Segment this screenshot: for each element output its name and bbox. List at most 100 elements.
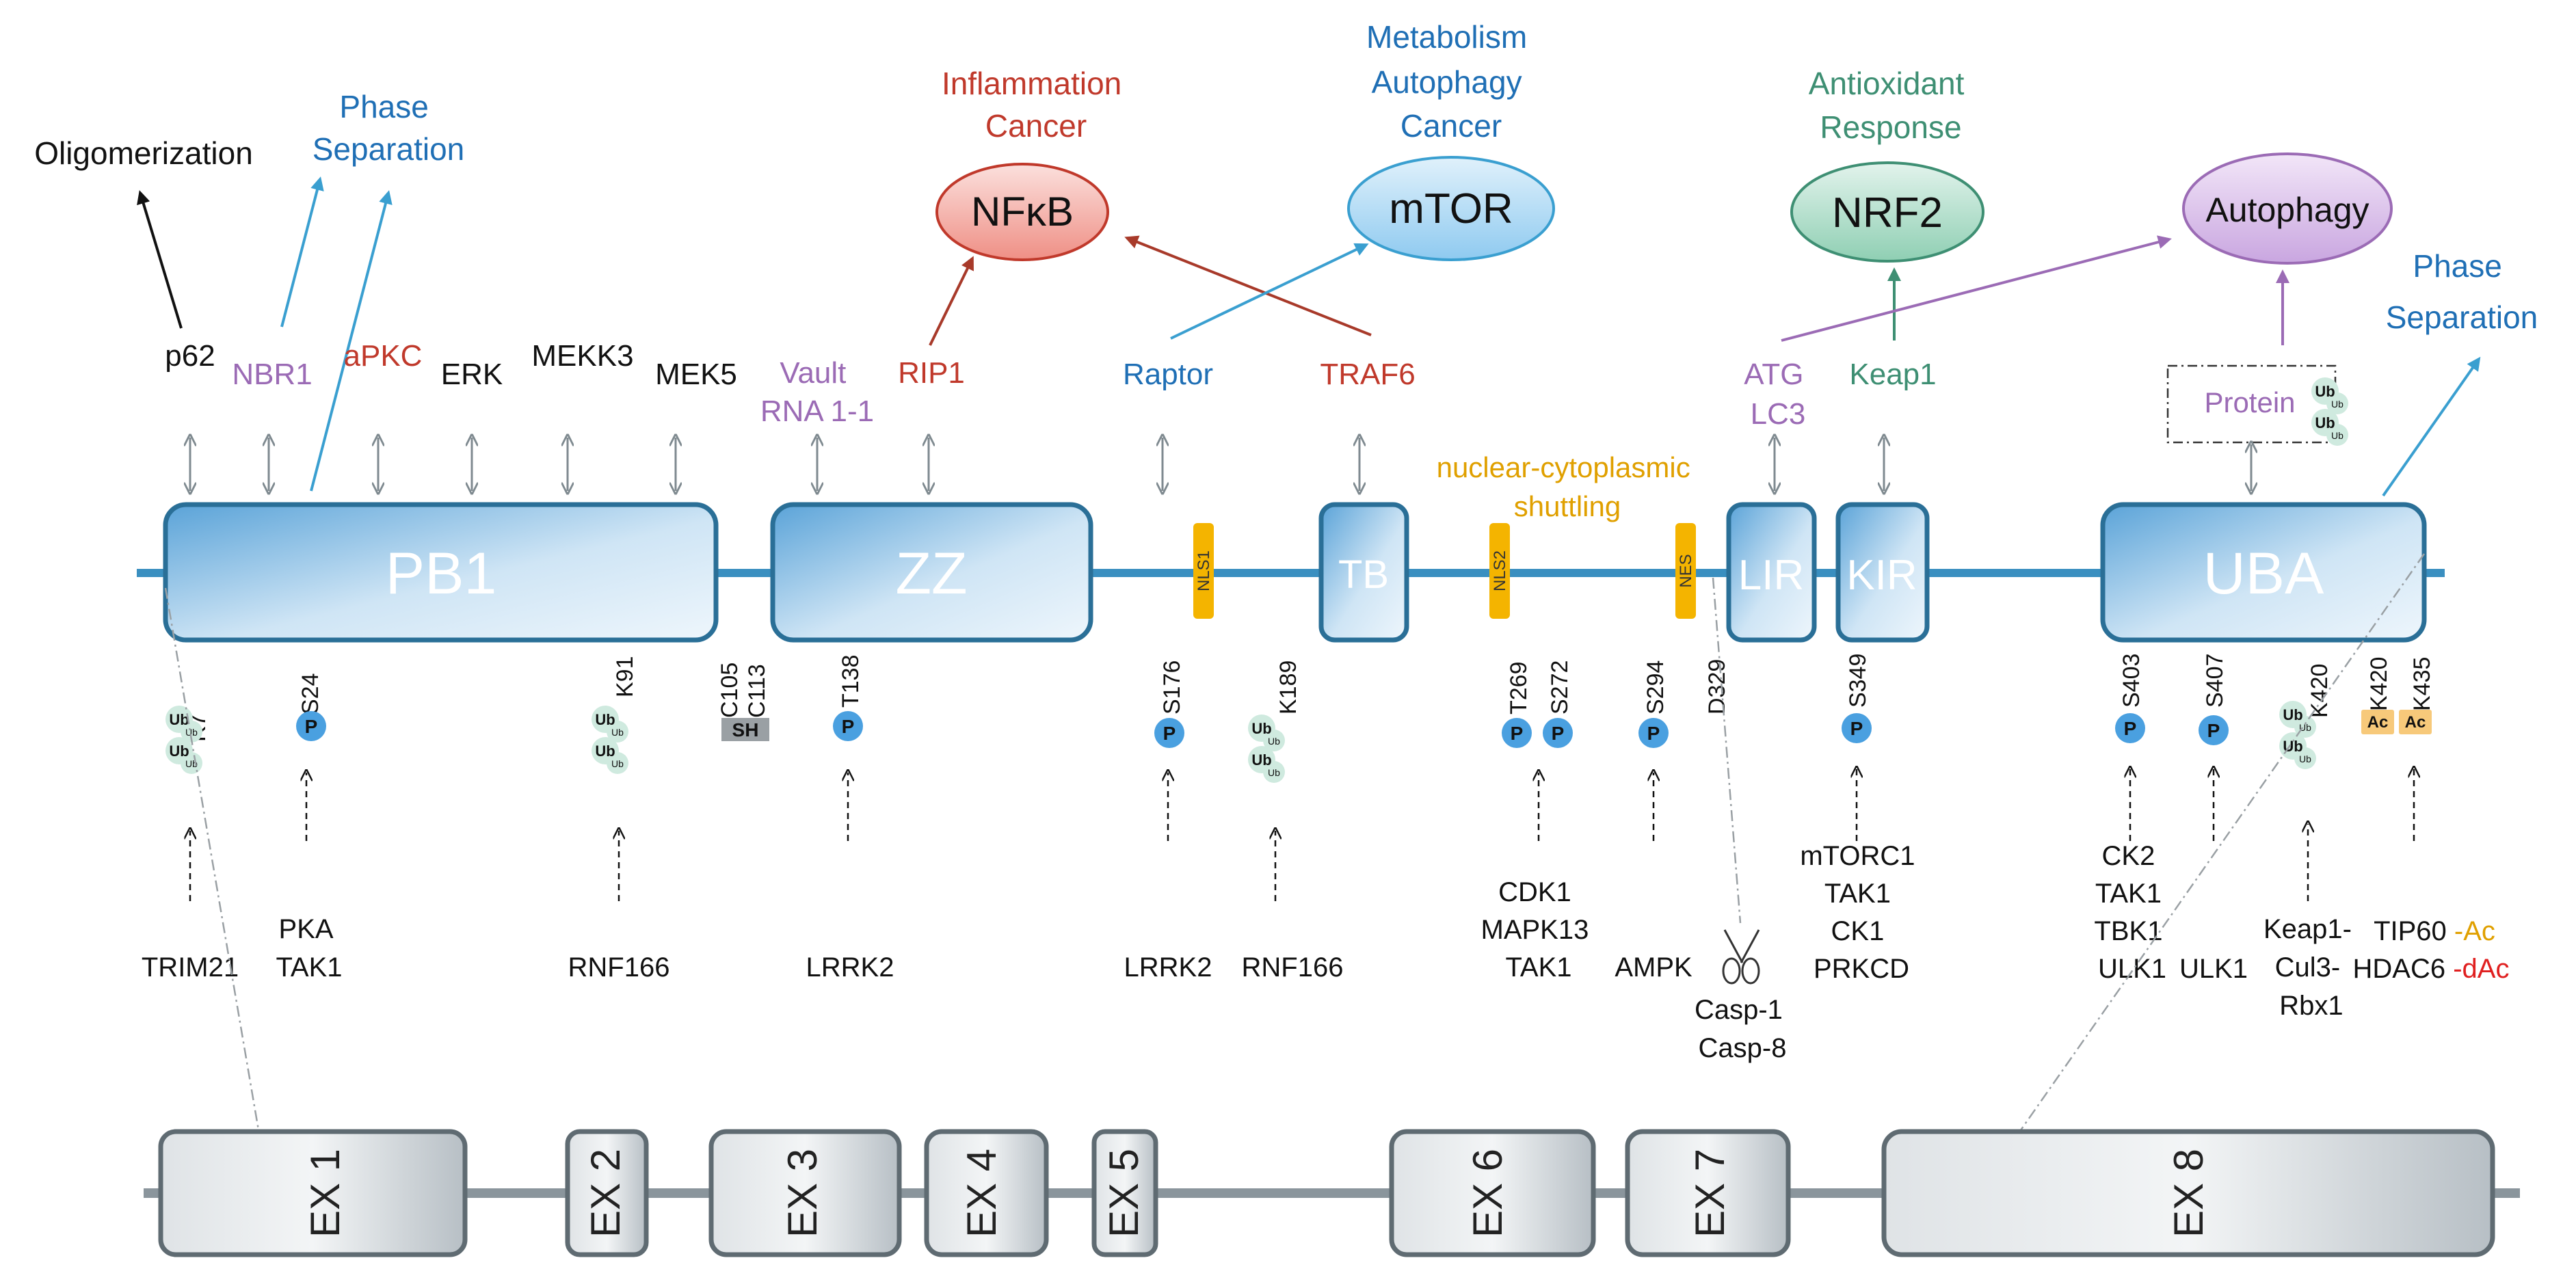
scissors-icon (1722, 929, 1760, 985)
mtor-label: mTOR (1389, 185, 1513, 232)
protein-label: Protein (2204, 386, 2295, 418)
svg-text:P: P (2124, 718, 2137, 739)
kir-domain: KIR (1835, 502, 1930, 643)
tip60-label: TIP60 -Ac (2374, 916, 2495, 946)
p62-oligomerization-arrow (137, 190, 183, 329)
metabolism-label: Metabolism Autophagy Cancer (1366, 19, 1536, 144)
hdac6-label: HDAC6 -dAc (2353, 954, 2510, 984)
rip1-label: RIP1 (898, 356, 965, 390)
vault-line2: RNA 1-1 (760, 395, 874, 428)
nrf2-label: NRF2 (1832, 189, 1943, 237)
site-t138: T138 (838, 655, 864, 708)
exon-7-label: EX 7 (1687, 1149, 1733, 1238)
site-c113: C113 (744, 664, 770, 718)
svg-text:Ub: Ub (169, 743, 189, 760)
uba-label: UBA (2203, 541, 2324, 606)
svg-text:Ub: Ub (2331, 399, 2343, 410)
tb-domain: TB (1318, 502, 1409, 643)
phospho-s407: P (2199, 715, 2229, 745)
nls2-label: NLS2 (1491, 550, 1509, 591)
svg-text:Ub: Ub (1268, 767, 1280, 778)
apkc-label: aPKC (344, 339, 423, 373)
lrrk2-b-label: LRRK2 (1124, 952, 1212, 983)
d329-cleavage-line (1712, 577, 1742, 924)
antioxidant-line2: Response (1820, 109, 1961, 145)
inflammation-cancer-label: Inflammation Cancer (942, 66, 1130, 144)
exon-3: EX 3 (708, 1129, 902, 1257)
cdk1-group-label: CDK1 MAPK13 TAK1 (1481, 877, 1597, 983)
svg-text:Ub: Ub (611, 758, 624, 769)
svg-text:P: P (1163, 723, 1176, 744)
keap1-cul3-label: Keap1- Cul3- Rbx1 (2263, 914, 2359, 1021)
phospho-s349: P (1842, 713, 1872, 743)
exon-7: EX 7 (1625, 1129, 1791, 1257)
svg-text:Ac: Ac (2405, 713, 2426, 732)
pb1-domain: PB1 (163, 502, 719, 643)
svg-text:Ub: Ub (2299, 753, 2311, 764)
raptor-label: Raptor (1123, 358, 1213, 391)
svg-text:SH: SH (732, 719, 759, 740)
traf6-label: TRAF6 (1320, 358, 1415, 391)
antioxidant-response-label: Antioxidant Response (1809, 66, 1973, 145)
svg-text:Ub: Ub (185, 727, 198, 738)
exon-2-label: EX 2 (583, 1149, 628, 1238)
protein-ub-box: Protein Ub Ub Ub Ub (2166, 364, 2348, 446)
phase-separation-left-line1: Phase (339, 89, 428, 124)
antioxidant-line1: Antioxidant (1809, 66, 1965, 101)
traf6-nfkb-arrow (1124, 235, 1372, 336)
erk-label: ERK (441, 358, 503, 391)
uba-phase-arrow (2382, 356, 2481, 497)
mek5-label: MEK5 (655, 358, 737, 391)
oligomerization-label: Oligomerization (34, 135, 253, 171)
nfkb-label: NFκB (971, 189, 1074, 235)
p62-label: p62 (165, 339, 215, 373)
site-s272: S272 (1547, 660, 1573, 715)
nbr1-label: NBR1 (232, 358, 312, 391)
phospho-s403: P (2115, 713, 2145, 743)
atg-autophagy-arrow (1781, 235, 2172, 342)
nuclear-shuttling-label: nuclear-cytoplasmic shuttling (1437, 451, 1699, 522)
site-d329: D329 (1704, 659, 1730, 715)
pb1-label: PB1 (386, 541, 497, 606)
metabolism-line3: Cancer (1400, 108, 1502, 144)
exon-5: EX 5 (1091, 1129, 1158, 1257)
exon-4-label: EX 4 (959, 1149, 1005, 1238)
svg-text:Ub: Ub (1268, 736, 1280, 747)
svg-text:P: P (1850, 718, 1863, 739)
ub-k189: Ub Ub Ub Ub (1248, 715, 1285, 783)
site-s403: S403 (2119, 654, 2145, 708)
site-s176: S176 (1159, 660, 1185, 715)
nbr1-phase-arrow (280, 176, 324, 328)
exon-2: EX 2 (565, 1129, 649, 1257)
site-s24: S24 (297, 673, 323, 715)
phase-separation-right-line1: Phase (2413, 248, 2501, 284)
rnf166-b-label: RNF166 (1242, 952, 1344, 983)
site-k189: K189 (1275, 660, 1301, 715)
rnf166-a-label: RNF166 (568, 952, 670, 983)
exon-3-label: EX 3 (780, 1149, 825, 1238)
uba-domain: UBA (2100, 502, 2427, 643)
pb1-phase-arrow (310, 190, 393, 492)
casp-label: Casp-1 Casp-8 (1695, 995, 1790, 1063)
nrf2-oval: NRF2 (1790, 161, 1984, 263)
cancer-line: Cancer (985, 108, 1087, 144)
autophagy-oval: Autophagy (2182, 152, 2393, 265)
svg-text:P: P (842, 716, 855, 737)
ulk1-label: ULK1 (2179, 954, 2248, 984)
svg-text:P: P (305, 716, 318, 737)
site-k420-a: K420 (2307, 664, 2333, 718)
svg-text:P: P (1647, 723, 1660, 744)
phase-separation-left-line2: Separation (313, 131, 465, 167)
exon-8-label: EX 8 (2166, 1149, 2212, 1238)
svg-text:Ub: Ub (595, 711, 615, 728)
keap1-label: Keap1 (1849, 358, 1936, 391)
phase-separation-right-line2: Separation (2386, 299, 2538, 335)
raptor-mtor-arrow (1170, 243, 1369, 340)
svg-text:Ub: Ub (2299, 722, 2311, 733)
rip1-nfkb-arrow (929, 256, 974, 346)
phospho-s176: P (1154, 718, 1184, 748)
exon-4: EX 4 (924, 1129, 1049, 1257)
ck2-group-label: CK2 TAK1 TBK1 ULK1 (2094, 841, 2170, 984)
ac-k420: Ac (2361, 710, 2394, 734)
trim21-label: TRIM21 (142, 952, 239, 983)
